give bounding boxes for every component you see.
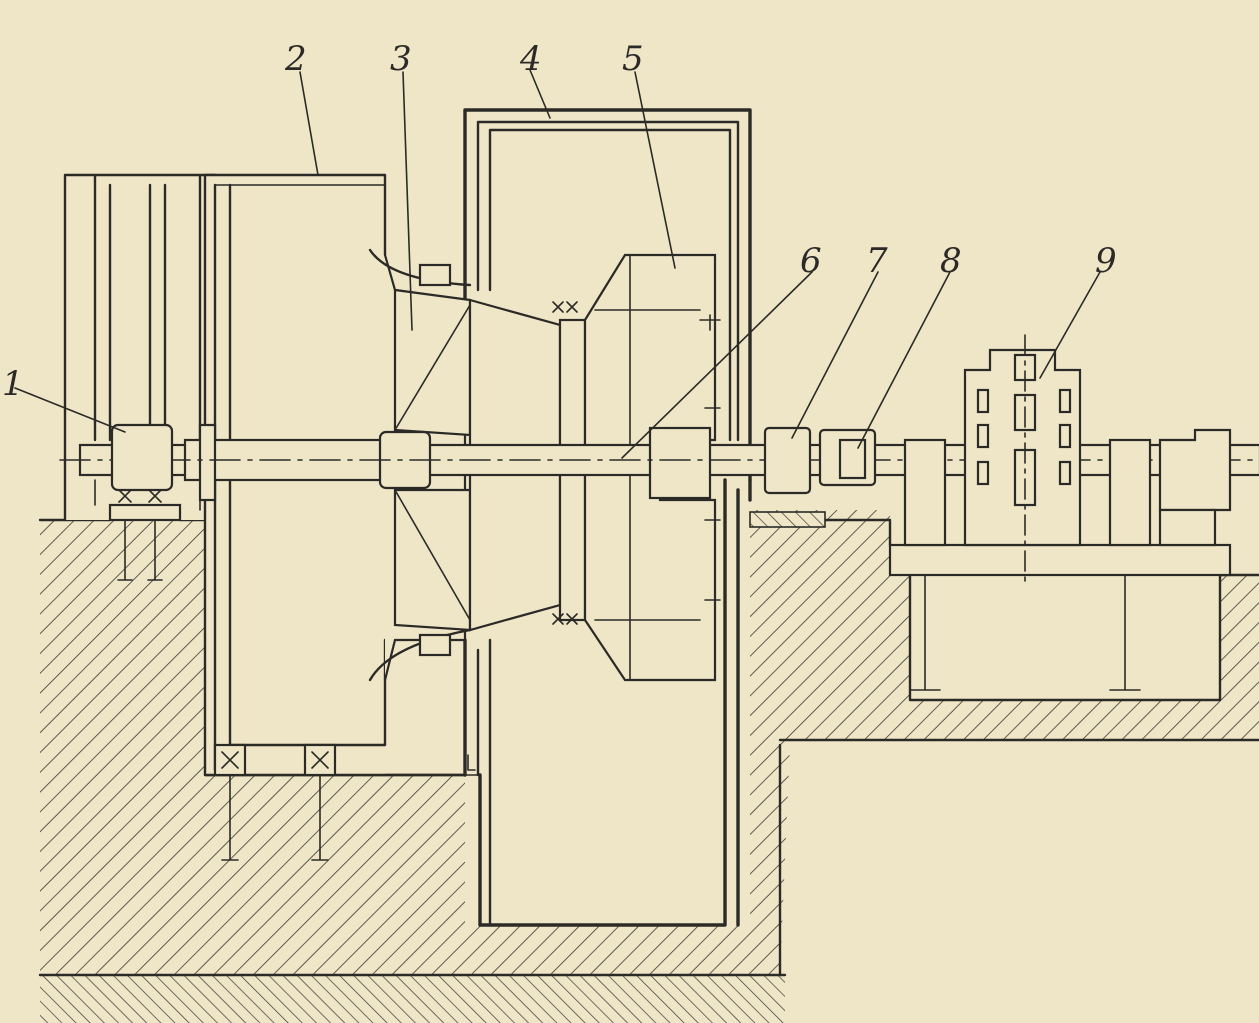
inlet-cone xyxy=(368,248,472,682)
drive-couplings xyxy=(749,426,877,528)
callout-3: 3 xyxy=(390,39,412,79)
callout-6: 6 xyxy=(800,241,822,281)
coupling-7 xyxy=(763,426,812,495)
callout-7: 7 xyxy=(866,241,888,281)
left-bearing-support xyxy=(63,173,217,581)
callout-4: 4 xyxy=(519,39,542,79)
callout-8: 8 xyxy=(940,241,962,281)
callout-2: 2 xyxy=(284,39,307,79)
callout-leaders xyxy=(14,69,1101,459)
callout-9: 9 xyxy=(1095,241,1117,281)
left-bearing xyxy=(110,423,174,492)
callout-1: 1 xyxy=(2,364,24,404)
motor-drive xyxy=(888,334,1232,691)
callout-5: 5 xyxy=(622,39,644,79)
callout-numbers: 1 2 3 4 5 6 7 8 9 xyxy=(2,39,1117,404)
